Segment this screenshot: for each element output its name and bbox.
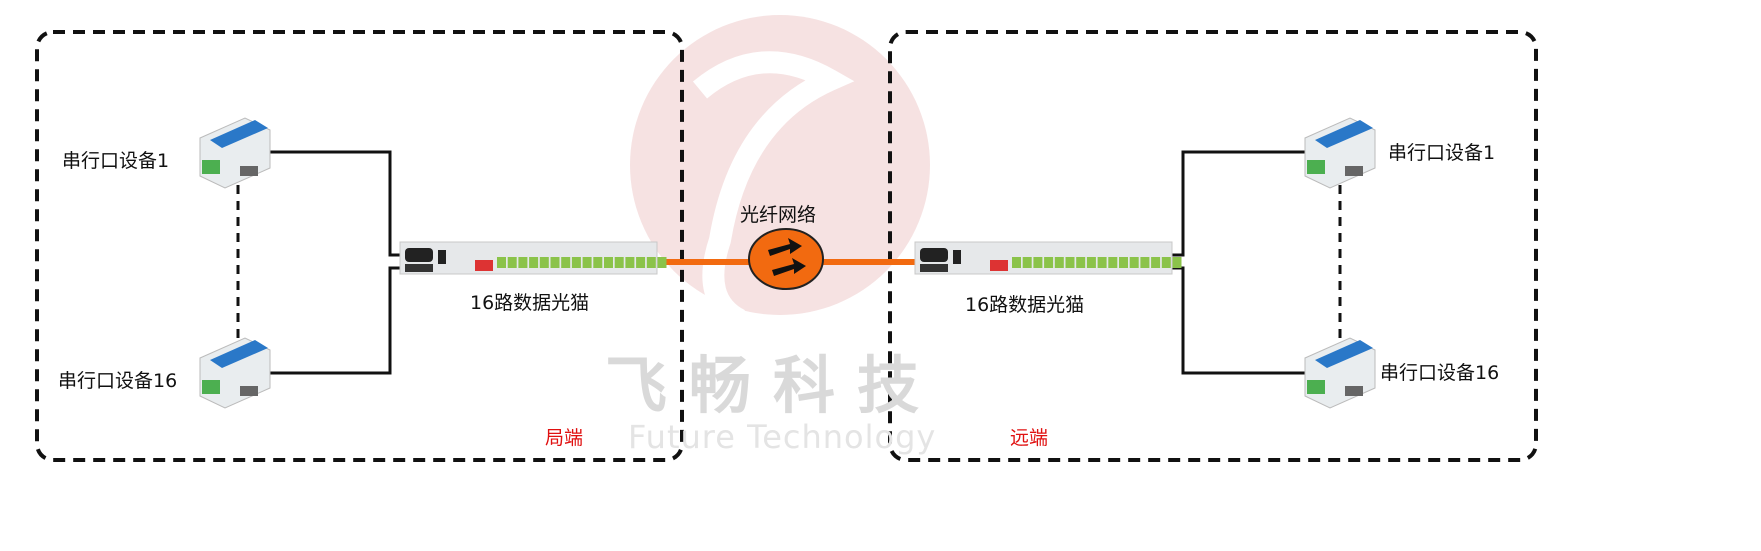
terminal-port [497,257,506,268]
local-device-bottom-label: 串行口设备16 [58,370,178,392]
remote-device-bottom-label: 串行口设备16 [1380,362,1500,384]
terminal-port [529,257,539,268]
terminal-port [604,257,613,268]
terminal-port [1054,257,1064,268]
terminal-port [561,257,571,268]
serial-device-icon [1304,117,1376,189]
terminal-port [1161,257,1171,268]
network-arrows-icon [748,228,824,290]
terminal-port [1097,257,1107,268]
remote-modem-label: 16路数据光猫 [965,294,1085,316]
terminal-port [1065,257,1075,268]
terminal-port [1151,257,1161,268]
terminal-port [1033,257,1043,268]
terminal-port [657,257,667,268]
terminal-port [539,257,549,268]
local-site-label: 局端 [545,427,584,449]
terminal-port [646,257,656,268]
local-modem-label: 16路数据光猫 [470,292,590,314]
terminal-port [1086,257,1096,268]
terminal-port [550,257,560,268]
terminal-port [593,257,603,268]
remote-site-label: 远端 [1010,427,1049,449]
terminal-port [1129,257,1139,268]
remote-device-top-label: 串行口设备1 [1388,142,1496,164]
terminal-port [614,257,624,268]
terminal-port [1076,257,1086,268]
terminal-port [1172,257,1182,268]
terminal-port [1022,257,1032,268]
local-site-box [35,30,684,462]
terminal-port [518,257,528,268]
terminal-port [1140,257,1150,268]
terminal-port [1044,257,1054,268]
local-device-top-label: 串行口设备1 [62,150,170,172]
terminal-port [571,257,581,268]
terminal-port [625,257,635,268]
watermark-brand-cn: 飞畅科技 [605,349,942,422]
serial-device-icon [199,337,271,409]
terminal-port [582,257,592,268]
serial-device-icon [1304,337,1376,409]
terminal-port [1012,257,1021,268]
terminal-port [1119,257,1128,268]
serial-device-icon [199,117,271,189]
terminal-port [636,257,646,268]
watermark-brand-en: Future Technology [628,418,937,456]
remote-site-box [888,30,1538,462]
network-label: 光纤网络 [740,204,817,226]
terminal-port [507,257,517,268]
terminal-port [1108,257,1118,268]
